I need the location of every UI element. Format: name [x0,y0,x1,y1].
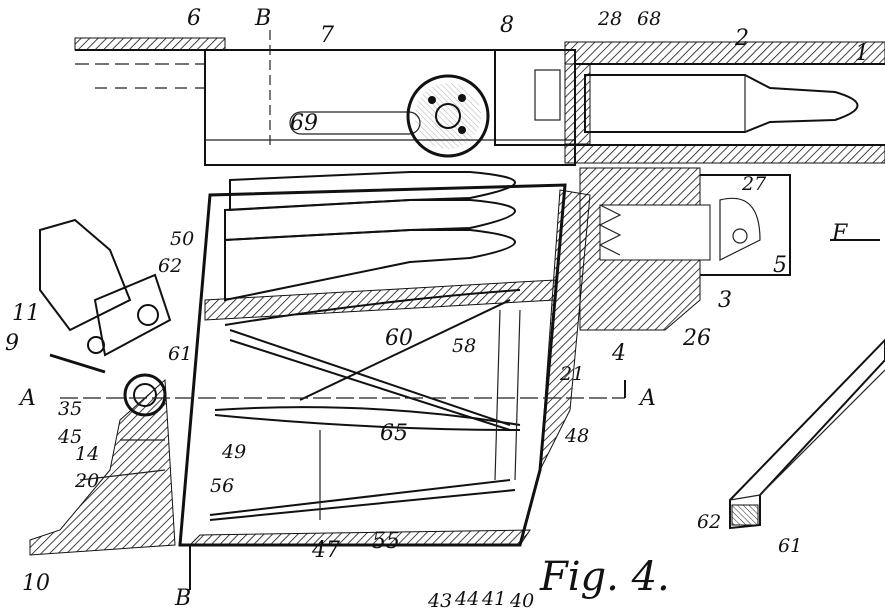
section-lines [60,30,880,590]
label-B-top: B [254,6,271,31]
label-28: 28 [597,8,622,30]
label-56: 56 [210,475,234,497]
label-41: 41 [481,588,506,609]
label-9: 9 [5,331,19,356]
label-44: 44 [454,588,479,609]
label-61-detail: 61 [778,535,802,557]
label-60: 60 [385,326,413,351]
bolt-head [406,49,576,158]
label-62-detail: 62 [697,511,721,533]
label-62: 62 [158,255,182,277]
label-F: F [831,221,848,246]
channel-detail [729,338,885,530]
label-2: 2 [734,26,749,51]
label-20: 20 [74,470,99,492]
label-35: 35 [58,398,82,420]
label-68: 68 [637,8,661,30]
label-14: 14 [75,443,99,465]
label-A-left: A [18,386,36,411]
label-45: 45 [57,426,82,448]
label-A-right: A [638,386,656,411]
label-50: 50 [170,228,194,250]
label-47: 47 [311,538,340,563]
figure-caption: Fig. 4. [539,554,670,600]
label-43: 43 [427,590,452,609]
label-1: 1 [855,41,869,66]
label-61: 61 [168,343,192,365]
magazine-box [178,183,591,547]
label-58: 58 [452,335,476,357]
labels: 6 B 7 8 28 68 2 1 69 27 5 3 26 4 50 62 1… [5,6,869,609]
barrel-lug [579,167,791,331]
label-21: 21 [559,363,584,385]
label-69: 69 [290,111,318,136]
barrel [564,41,885,164]
label-6: 6 [187,6,201,31]
label-5: 5 [773,253,787,278]
label-48: 48 [564,425,589,447]
label-8: 8 [500,13,514,38]
label-3: 3 [718,288,732,313]
label-49: 49 [221,441,246,463]
trigger-mechanism [29,218,176,556]
label-7: 7 [320,23,334,48]
receiver-top [74,37,576,166]
label-4: 4 [611,341,626,366]
label-10: 10 [22,571,50,596]
label-40: 40 [509,590,534,609]
cartridges [224,171,516,302]
label-27: 27 [741,173,767,195]
label-65: 65 [380,421,408,446]
label-B-bottom: B [174,586,191,609]
label-26: 26 [682,326,711,351]
label-11: 11 [12,301,40,326]
label-55: 55 [372,529,400,554]
